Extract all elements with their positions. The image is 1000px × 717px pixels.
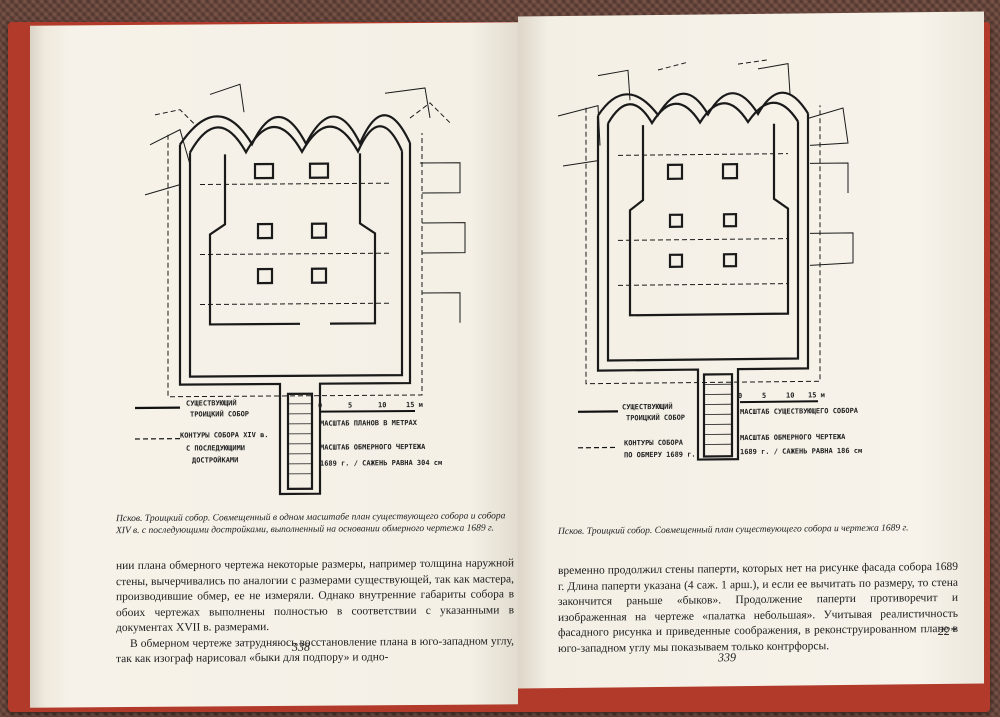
left-floor-plan: СУЩЕСТВУЮЩИЙ ТРОИЦКИЙ СОБОР КОНТУРЫ СОБО…: [135, 83, 466, 496]
scale-title: МАСШТАБ ПЛАНОВ В МЕТРАХ: [320, 419, 418, 428]
scale-title-2: МАСШТАБ ОБМЕРНОГО ЧЕРТЕЖА: [320, 443, 426, 452]
scale-title-2: МАСШТАБ ОБМЕРНОГО ЧЕРТЕЖА: [740, 433, 846, 442]
scale-num-1: 5: [348, 401, 352, 409]
scale-title: МАСШТАБ СУЩЕСТВУЮЩЕГО СОБОРА: [740, 407, 859, 416]
left-page-number: 338: [292, 639, 310, 654]
legend-contours: КОНТУРЫ СОБОРА XIV в.: [180, 431, 269, 440]
legend-existing-2: ТРОИЦКИЙ СОБОР: [190, 409, 249, 418]
left-body-text: нии плана обмерного чертежа некоторые ра…: [116, 556, 514, 667]
left-paragraph-1: нии плана обмерного чертежа некоторые ра…: [116, 557, 514, 635]
legend-existing-2: ТРОИЦКИЙ СОБОР: [626, 413, 685, 423]
left-page: СУЩЕСТВУЮЩИЙ ТРОИЦКИЙ СОБОР КОНТУРЫ СОБО…: [30, 22, 518, 708]
scale-num-2: 10: [378, 401, 386, 409]
right-signature-mark: 22*: [938, 623, 956, 639]
right-legend: СУЩЕСТВУЮЩИЙ ТРОИЦКИЙ СОБОР КОНТУРЫ СОБО…: [578, 391, 862, 460]
right-caption: Псков. Троицкий собор. Совмещенный план …: [558, 523, 909, 538]
right-floor-plan: СУЩЕСТВУЮЩИЙ ТРОИЦКИЙ СОБОР КОНТУРЫ СОБО…: [557, 59, 862, 461]
legend-contours-3: ДОСТРОЙКАМИ: [192, 455, 238, 464]
left-legend: СУЩЕСТВУЮЩИЙ ТРОИЦКИЙ СОБОР КОНТУРЫ СОБО…: [135, 398, 442, 468]
scale-title-3: 1689 г. / САЖЕНЬ РАВНА 186 см: [740, 447, 862, 456]
legend-existing: СУЩЕСТВУЮЩИЙ: [622, 402, 673, 412]
scale-num-1: 5: [762, 392, 766, 400]
legend-contours: КОНТУРЫ СОБОРА: [624, 439, 684, 448]
legend-existing: СУЩЕСТВУЮЩИЙ: [186, 398, 237, 407]
scale-num-3: 15 м: [808, 391, 825, 399]
right-body-text: временно продолжил стены паперти, которы…: [558, 560, 958, 657]
legend-contours-2: С ПОСЛЕДУЮЩИМИ: [186, 444, 245, 452]
legend-contours-2: ПО ОБМЕРУ 1689 г.: [624, 451, 696, 460]
scale-num-2: 10: [786, 392, 794, 400]
right-paragraph-1: временно продолжил стены паперти, которы…: [558, 560, 958, 655]
right-page: СУЩЕСТВУЮЩИЙ ТРОИЦКИЙ СОБОР КОНТУРЫ СОБО…: [518, 11, 984, 689]
left-caption: Псков. Троицкий собор. Совмещенный в одн…: [116, 511, 506, 537]
scale-num-3: 15 м: [406, 401, 423, 409]
scale-num-0: 0: [738, 392, 742, 400]
right-page-number: 339: [718, 650, 736, 665]
scale-num-0: 0: [318, 402, 322, 410]
scale-title-3: 1689 г. / САЖЕНЬ РАВНА 304 см: [320, 459, 442, 468]
left-paragraph-2: В обмерном чертеже затрудняюсь восстанов…: [116, 634, 514, 666]
